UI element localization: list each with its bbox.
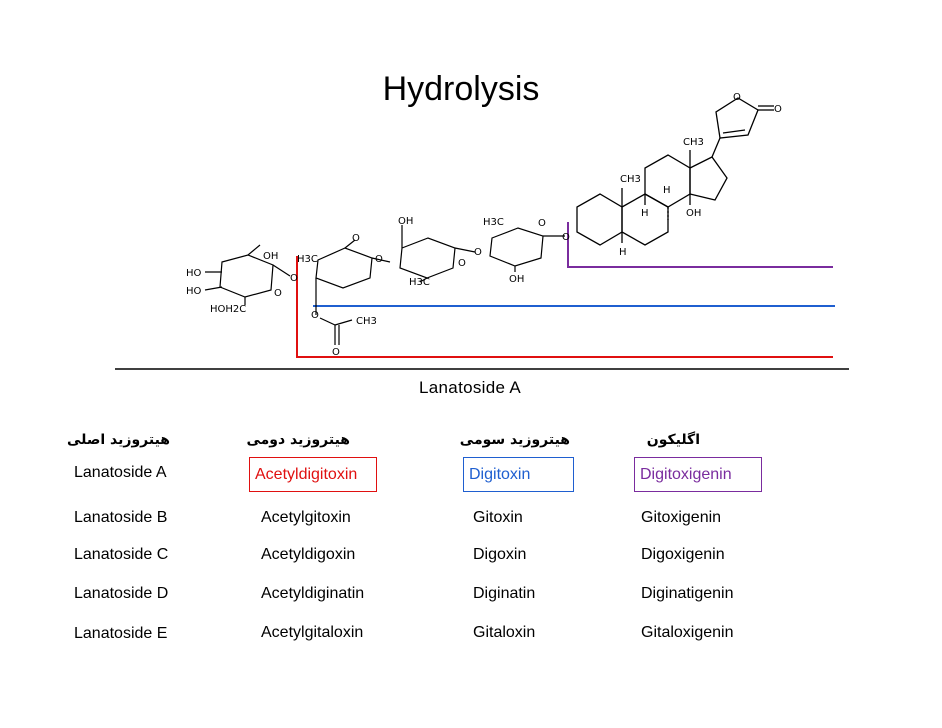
row4-tertiary: Diginatin	[473, 585, 536, 602]
row3-tertiary: Digoxin	[473, 546, 527, 563]
row3-secondary: Acetyldigoxin	[261, 546, 356, 563]
header-secondary-glycoside: هیتروزید دومی	[246, 432, 350, 448]
glucose-ho-1: HO	[186, 268, 202, 279]
butenolide-carbonyl-o: O	[774, 104, 782, 115]
butenolide-ring	[715, 97, 774, 139]
acetyl-cleavage-line	[296, 256, 833, 358]
glucose-ring-o: O	[274, 288, 282, 299]
row3-main: Lanatoside C	[74, 546, 169, 563]
header-aglycone: اگلیکون	[646, 432, 700, 448]
row4-secondary: Acetyldiginatin	[261, 585, 365, 602]
sugar3-o: O	[458, 258, 466, 269]
structure-caption: Lanatoside A	[419, 378, 521, 397]
sugar2-o: O	[352, 233, 360, 244]
row5-secondary: Acetylgitaloxin	[261, 624, 364, 641]
row2-secondary: Acetylgitoxin	[261, 509, 351, 526]
row3-aglycone: Digoxigenin	[641, 546, 725, 563]
row5-main: Lanatoside E	[74, 625, 168, 642]
header-tertiary-glycoside: هیتروزید سومی	[459, 432, 570, 448]
acetyl-carbonyl-o: O	[332, 347, 340, 358]
acetyl-o: O	[311, 310, 319, 321]
aglycone-cleavage-line	[567, 222, 833, 268]
steroid-ch3-1: CH3	[620, 174, 641, 185]
glycosidic-o-1: O	[290, 273, 298, 284]
sugar3-o-link: O	[474, 247, 482, 258]
sugar2-h3c: H3C	[297, 254, 318, 265]
page-title: Hydrolysis	[382, 70, 540, 108]
glucose-ho-2: HO	[186, 286, 202, 297]
sugar4-o: O	[538, 218, 546, 229]
steroid-h-2: H	[641, 208, 649, 219]
glucose-hoh2c: HOH2C	[210, 304, 246, 315]
row1-tertiary-digitoxin: Digitoxin	[463, 457, 574, 492]
row1-secondary-acetyldigitoxin: Acetyldigitoxin	[249, 457, 377, 492]
sugar2-o-link: O	[375, 254, 383, 265]
steroid-h-1: H	[663, 185, 671, 196]
butenolide-ring-o: O	[733, 92, 741, 103]
sugar3-oh: OH	[398, 216, 413, 227]
row5-tertiary: Gitaloxin	[473, 624, 536, 641]
row4-main: Lanatoside D	[74, 585, 169, 602]
row5-aglycone: Gitaloxigenin	[641, 624, 734, 641]
sugar-ring-2	[315, 239, 391, 345]
steroid-ch3-2: CH3	[683, 137, 704, 148]
sugar4-oh: OH	[509, 274, 524, 285]
sugar-ring-4	[489, 227, 565, 272]
row2-aglycone: Gitoxigenin	[641, 509, 722, 526]
row2-main: Lanatoside B	[74, 509, 168, 526]
aglycone-link-o: O	[562, 232, 570, 243]
glucose-oh: OH	[263, 251, 278, 262]
steroid-h-3: H	[619, 247, 627, 258]
row1-main: Lanatoside A	[74, 464, 167, 481]
glucose-ring	[204, 244, 291, 305]
row4-aglycone: Diginatigenin	[641, 585, 734, 602]
header-main-glycoside: هیتروزید اصلی	[66, 432, 170, 448]
acetyl-ch3: CH3	[356, 316, 377, 327]
row1-aglycone-digitoxigenin: Digitoxigenin	[634, 457, 762, 492]
steroid-skeleton	[576, 137, 728, 246]
sugar4-h3c: H3C	[483, 217, 504, 228]
sugar3-h3c: H3C	[409, 277, 430, 288]
row2-tertiary: Gitoxin	[473, 509, 523, 526]
steroid-oh: OH	[686, 208, 701, 219]
sugar-ring-3	[399, 225, 476, 283]
